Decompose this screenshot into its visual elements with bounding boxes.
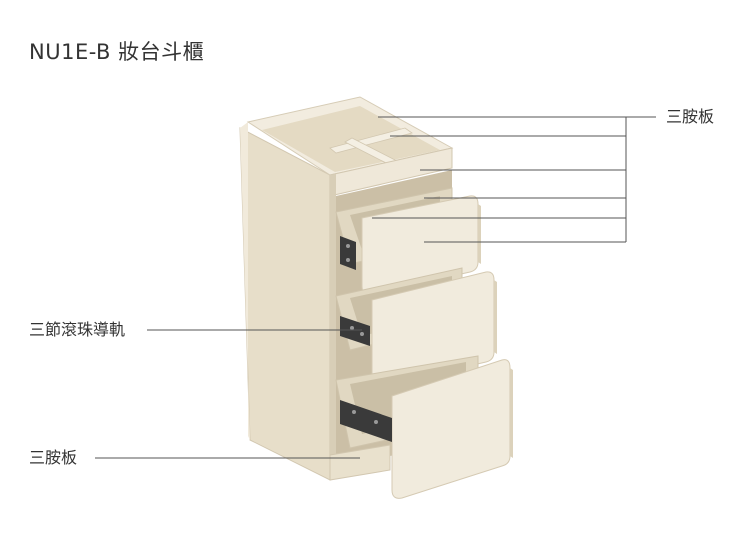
drawer-3-front-edge	[510, 368, 513, 458]
tray-divider-long	[329, 127, 413, 154]
label-bottom-left: 三胺板	[29, 448, 78, 467]
page-title: NU1E-B 妝台斗櫃	[29, 40, 205, 64]
leader-lines-top-right	[372, 116, 656, 243]
left-side-panel	[239, 127, 331, 481]
label-top-right: 三胺板	[666, 107, 715, 126]
drawer-2-front-edge	[494, 280, 497, 354]
left-panel-edge	[240, 122, 250, 440]
drawer-3-front	[391, 359, 511, 499]
drawer-2-rail	[340, 316, 370, 346]
drawer-3-rail	[340, 400, 392, 442]
front-post	[330, 174, 336, 480]
label-rail: 三節滾珠導軌	[29, 320, 126, 339]
drawer-1-rail	[340, 236, 356, 270]
base-board	[329, 444, 391, 481]
drawer-1-front-edge	[478, 204, 481, 264]
